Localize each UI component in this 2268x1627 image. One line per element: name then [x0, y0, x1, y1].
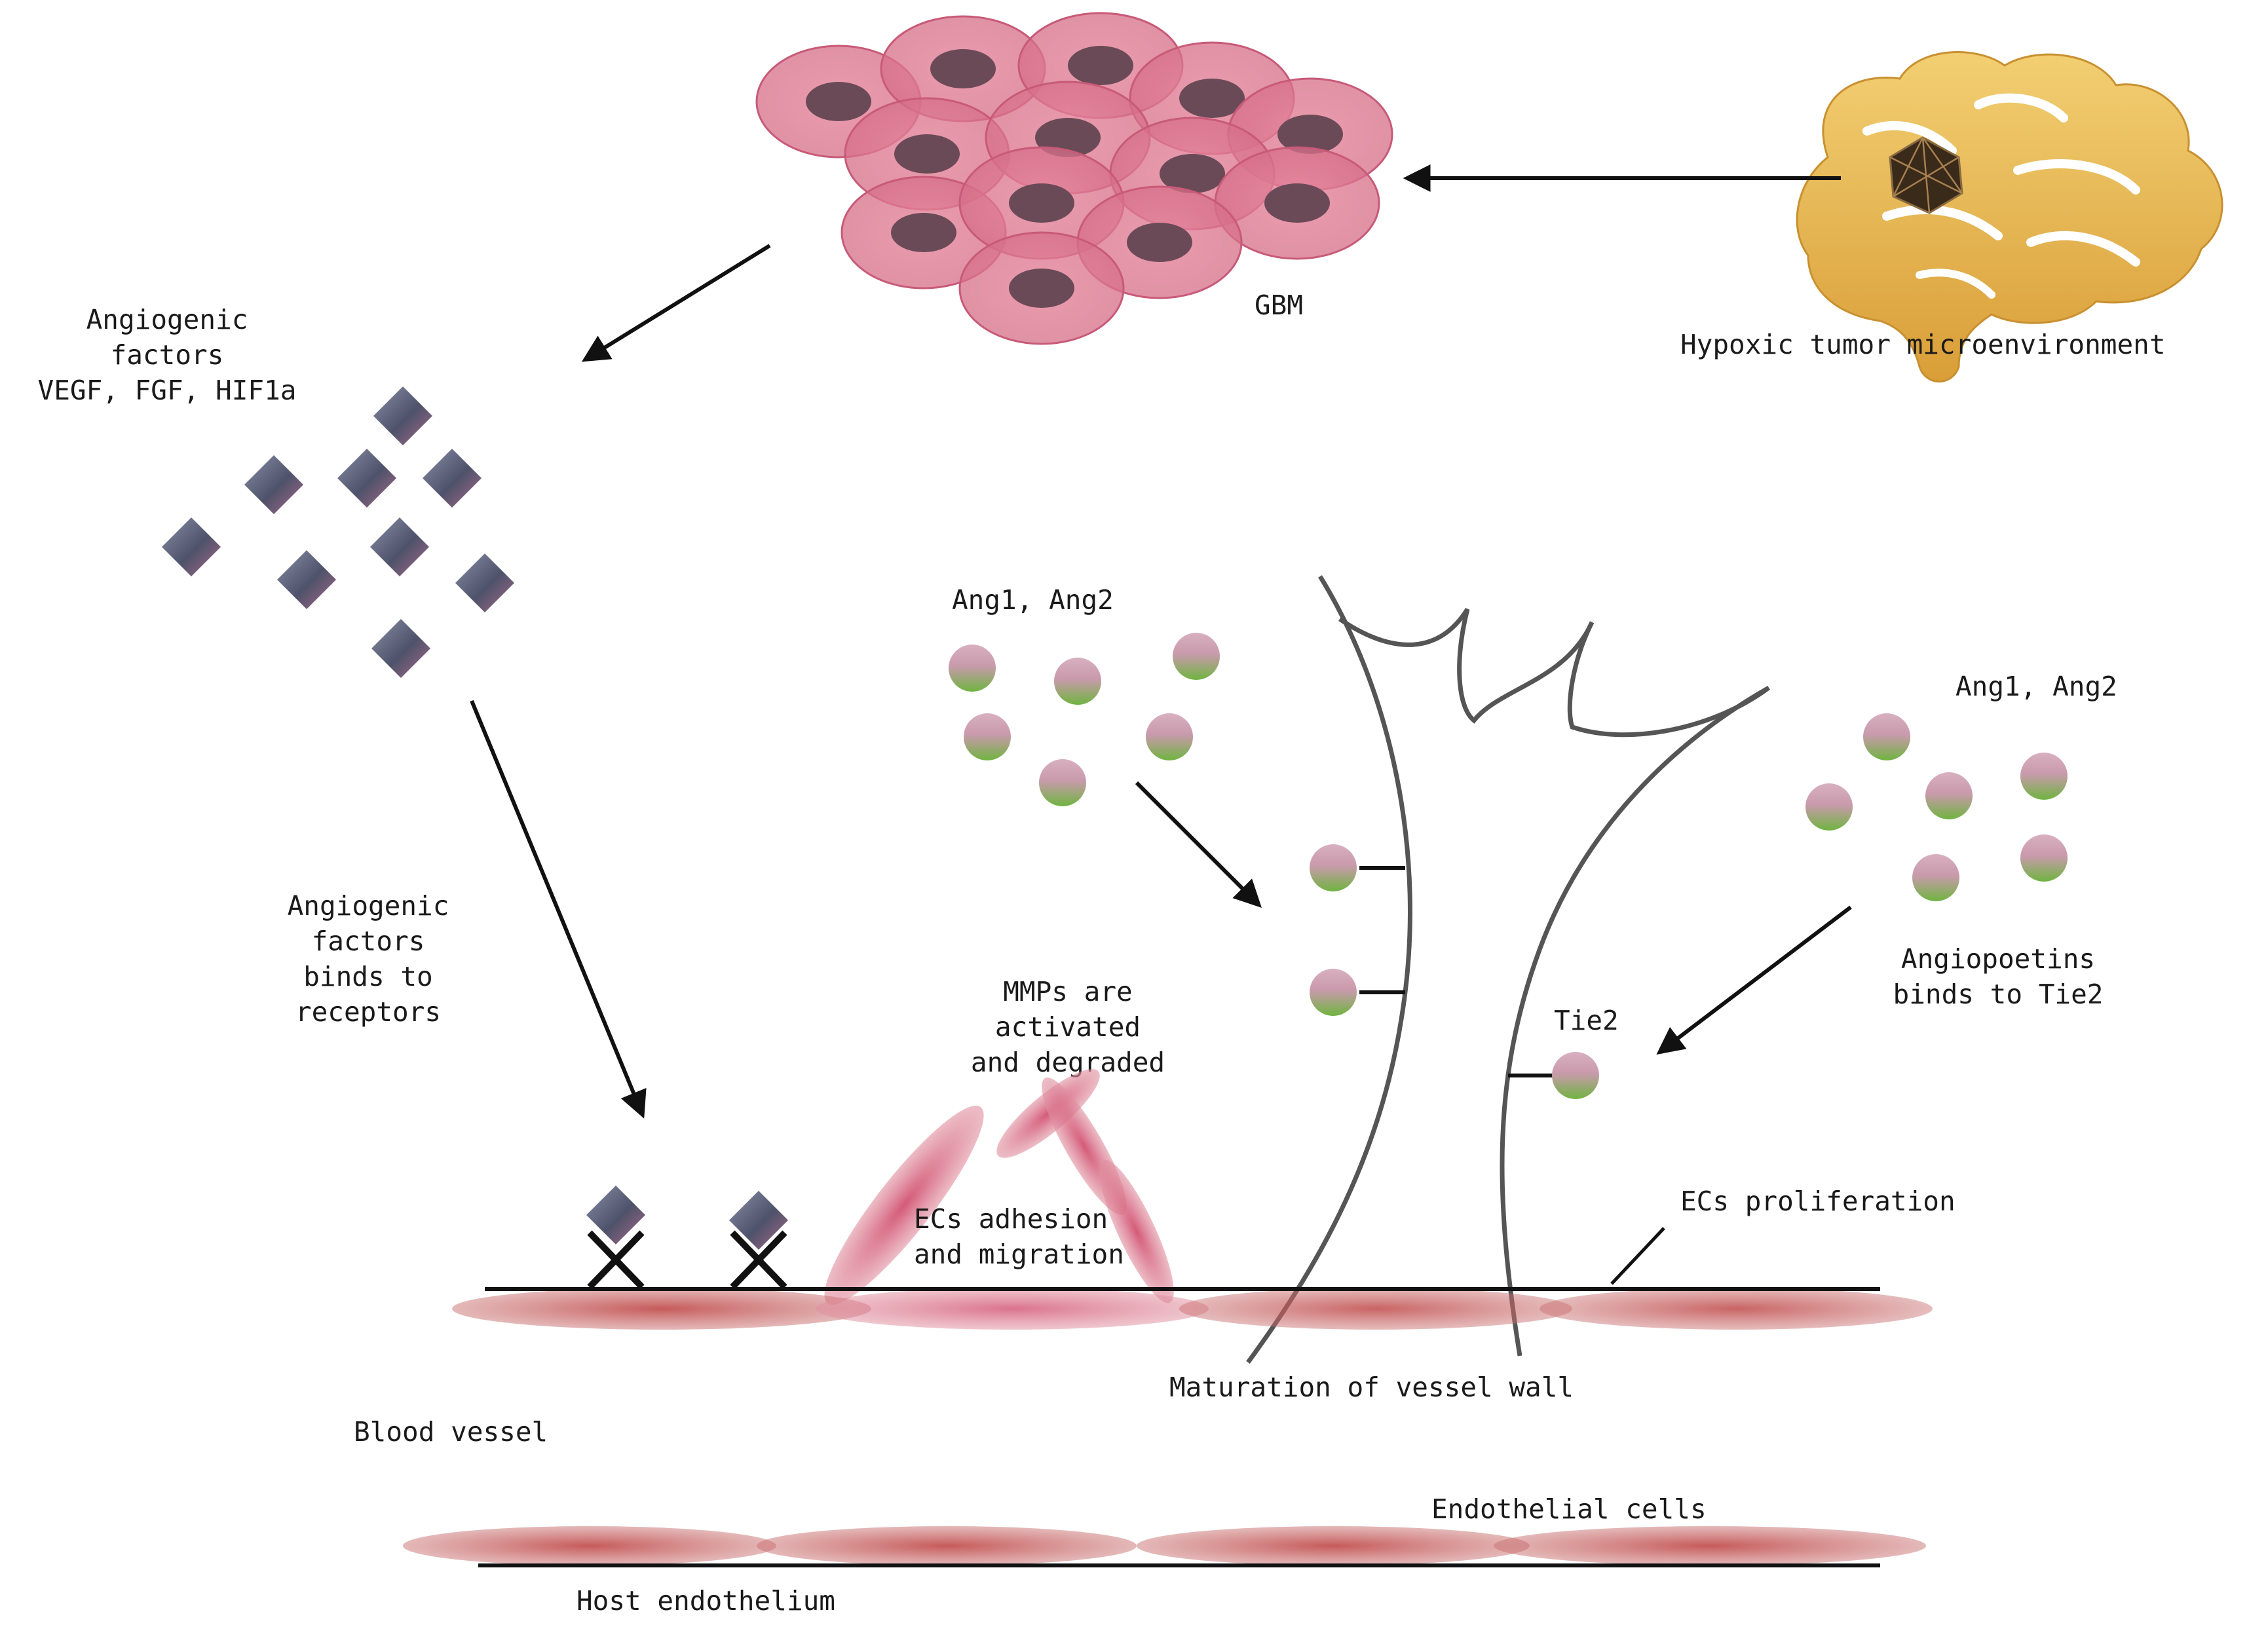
ang-left-label: Ang1, Ang2 — [952, 584, 1114, 616]
arrow-angiopoetins-to-tie2 — [1656, 905, 1852, 1055]
migrating-endothelial-cells — [824, 1069, 1174, 1305]
factor-diamond — [277, 550, 336, 609]
factor-diamond — [337, 449, 396, 508]
ecs-proliferation-pointer — [1610, 1227, 1665, 1285]
angiopoietin-sphere — [949, 645, 996, 692]
angio-factors-label-3: VEGF, FGF, HIF1a — [38, 375, 297, 406]
angio-binds-label-3: binds to — [303, 961, 432, 992]
endothelial-cells-label: Endothelial cells — [1431, 1493, 1707, 1525]
angiopoietin-sphere — [1863, 713, 1910, 760]
angiopoietin-sphere — [1925, 772, 1973, 819]
gbm-cell — [958, 231, 1125, 345]
host-endothelium — [403, 1526, 1926, 1567]
factor-diamond — [370, 517, 429, 576]
angio-factors-label-1: Angiogenic — [86, 304, 248, 335]
ecs-proliferation-label: ECs proliferation — [1680, 1186, 1956, 1217]
angiogenic-factors-group — [162, 386, 514, 678]
angiopoietin-sphere — [964, 713, 1011, 760]
bound-factor-diamond — [586, 1186, 645, 1244]
angiopoietin-group-right — [1805, 713, 2068, 901]
angiopoietin-sphere — [1912, 854, 1959, 901]
bound-angiopoietin-sphere — [1310, 844, 1357, 891]
blood-vessel-label: Blood vessel — [354, 1416, 548, 1448]
ecs-adhesion-label-2: and migration — [914, 1239, 1124, 1270]
gbm-label: GBM — [1255, 290, 1303, 321]
receptor-complex — [586, 1186, 645, 1290]
blood-vessel-endothelium — [452, 1287, 1933, 1330]
arrow-ang-to-vessel — [1135, 781, 1262, 908]
angio-factors-label-2: factors — [111, 339, 224, 371]
brain-icon — [1796, 51, 2223, 383]
arrow-factors-to-receptors — [470, 700, 647, 1119]
host-endothelium-label: Host endothelium — [576, 1585, 835, 1617]
mmps-label-2: activated — [995, 1011, 1141, 1043]
maturation-label: Maturation of vessel wall — [1169, 1372, 1574, 1403]
factor-diamond — [371, 619, 430, 678]
angiopoetins-label-1: Angiopoetins — [1901, 943, 2095, 975]
mmps-label-1: MMPs are — [1003, 976, 1132, 1007]
gbm-cell — [880, 15, 1046, 122]
factor-diamond — [162, 517, 221, 576]
angiopoietin-sphere — [1146, 713, 1193, 760]
angiopoietin-sphere — [1805, 783, 1853, 831]
angiopoietin-sphere — [1173, 633, 1220, 680]
angio-binds-label-2: factors — [312, 926, 425, 957]
factor-diamond — [373, 386, 432, 445]
virus-icon — [1889, 136, 1963, 214]
ecs-adhesion-label-1: ECs adhesion — [914, 1203, 1108, 1235]
hypoxic-label: Hypoxic tumor microenvironment — [1680, 329, 2166, 360]
angio-binds-label-4: receptors — [295, 996, 441, 1028]
angio-binds-label-1: Angiogenic — [288, 890, 449, 922]
angiopoietin-sphere — [1039, 759, 1086, 806]
angiopoetins-label-2: binds to Tie2 — [1893, 979, 2104, 1010]
bound-angiopoietins — [1310, 844, 1599, 1099]
factor-diamond — [423, 449, 482, 508]
factor-diamond — [455, 553, 514, 612]
mmps-label-3: and degraded — [971, 1047, 1165, 1078]
ang-right-label: Ang1, Ang2 — [1956, 671, 2117, 702]
bound-factor-diamond — [729, 1191, 788, 1250]
angiopoietin-sphere — [2020, 753, 2068, 800]
arrow-gbm-to-factors — [581, 244, 771, 362]
angiopoietin-group-left — [949, 633, 1220, 806]
tie2-bound-sphere — [1552, 1052, 1599, 1099]
gbm-cell-cluster — [755, 12, 1393, 345]
factor-diamond — [244, 455, 303, 514]
receptor-complex — [729, 1191, 788, 1290]
tie2-label: Tie2 — [1554, 1005, 1619, 1036]
sprouting-vessel — [1246, 575, 1771, 1364]
angiopoietin-sphere — [2020, 834, 2068, 882]
bound-angiopoietin-sphere — [1310, 969, 1357, 1016]
angiopoietin-sphere — [1054, 658, 1101, 705]
